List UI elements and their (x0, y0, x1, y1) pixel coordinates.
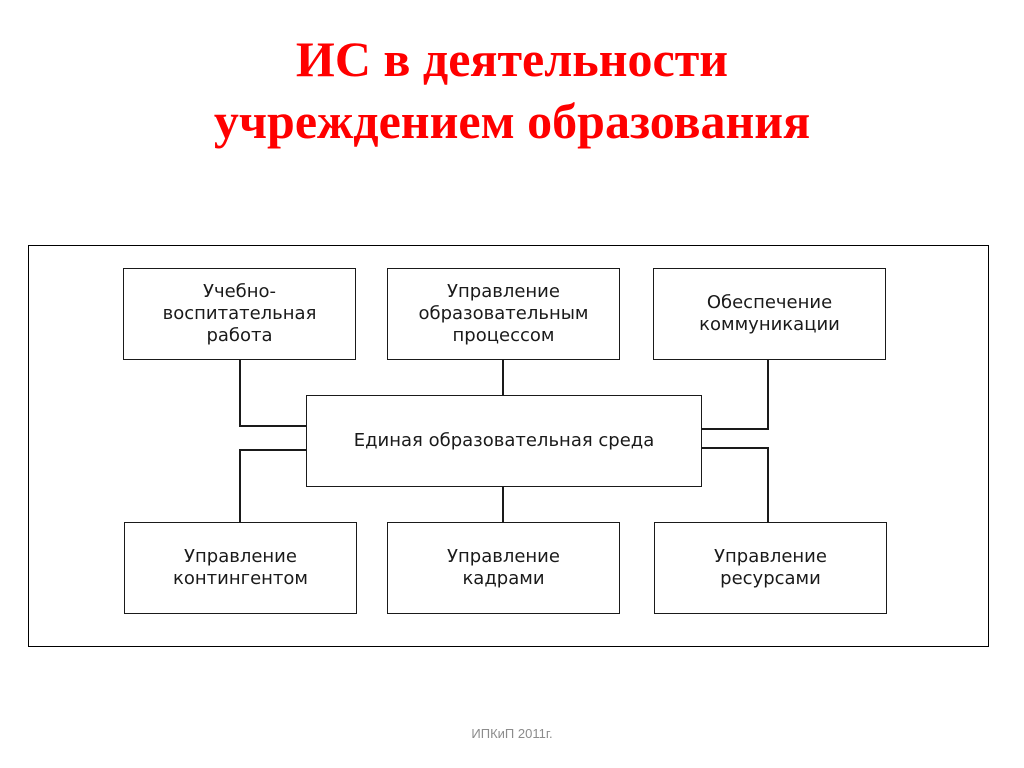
connector-bottom-right (701, 447, 769, 523)
connector-top-left (239, 359, 306, 427)
slide-title: ИС в деятельности учреждением образовани… (0, 28, 1024, 152)
footer-text: ИПКиП 2011г. (471, 726, 553, 741)
connector-top-right (701, 359, 769, 430)
connector-bottom-left (239, 449, 306, 523)
node-educational-process: Управление образовательным процессом (387, 268, 620, 360)
node-staff-management: Управление кадрами (387, 522, 620, 614)
node-communication: Обеспечение коммуникации (653, 268, 886, 360)
title-line-1: ИС в деятельности (295, 31, 729, 87)
node-educational-work: Учебно- воспитательная работа (123, 268, 356, 360)
node-resource-management: Управление ресурсами (654, 522, 887, 614)
title-line-2: учреждением образования (213, 93, 811, 149)
diagram-frame (28, 245, 989, 647)
node-contingent-management: Управление контингентом (124, 522, 357, 614)
node-unified-environment: Единая образовательная среда (306, 395, 702, 487)
